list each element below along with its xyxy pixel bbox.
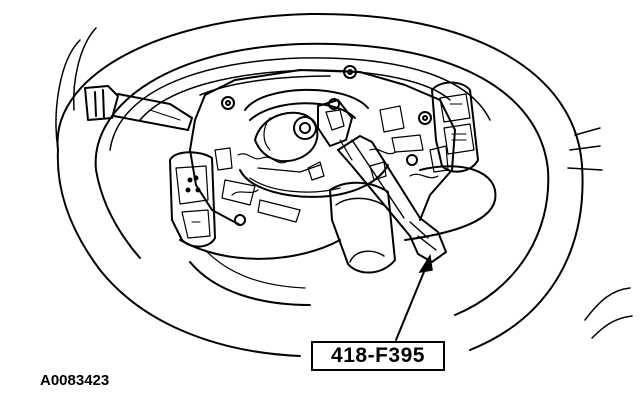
adapter-tool	[307, 99, 447, 274]
airbag-module-mount	[189, 65, 456, 226]
callout-leader-arrow	[395, 261, 429, 341]
tool-number-callout: 418-F395	[311, 341, 445, 371]
figure-id-label: A0083423	[40, 372, 110, 389]
left-switch-pad	[169, 151, 216, 248]
arrowhead	[418, 253, 433, 274]
tool-number-label: 418-F395	[331, 344, 425, 367]
dashboard-lines	[55, 27, 633, 339]
steering-wheel-rim	[56, 12, 584, 357]
right-switch-pad	[431, 81, 479, 173]
turn-signal-stalk	[84, 85, 193, 131]
